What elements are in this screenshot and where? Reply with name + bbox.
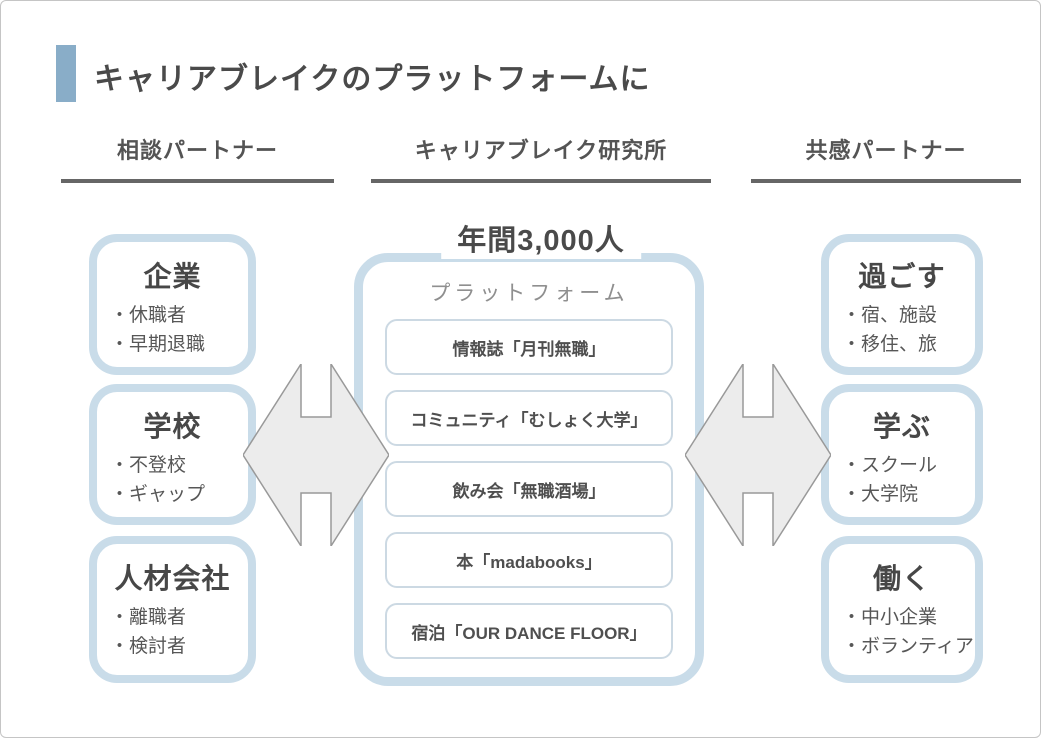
box-title: 人材会社 [114,563,231,594]
box-item: ・離職者 [110,607,187,628]
platform-box: プラットフォーム 情報誌「月刊無職」 コミュニティ「むしょく大学」 飲み会「無職… [354,253,704,686]
box-item: ・移住、旅 [842,333,938,355]
left-column-header: 相談パートナー [61,133,334,183]
box-item: ・大学院 [842,483,919,505]
page-title: キャリアブレイクのプラットフォームに [94,63,651,96]
box-title: 学ぶ [872,411,931,442]
annual-count-label: 年間3,000人 [441,217,641,259]
box-item-list: ・宿、施設 ・移住、旅 [829,302,975,359]
right-box-learn: 学ぶ ・スクール ・大学院 [821,384,983,525]
service-box-lodging: 宿泊「OUR DANCE FLOOR」 [385,603,673,659]
box-item: ・検討者 [110,635,187,657]
right-double-arrow-icon [685,364,831,546]
box-item-list: ・離職者 ・検討者 [97,604,248,661]
box-item: ・不登校 [110,455,187,476]
right-box-work: 働く ・中小企業 ・ボランティア [821,536,983,683]
left-double-arrow-icon [243,364,389,546]
left-box-hr-agency: 人材会社 ・離職者 ・検討者 [89,536,256,683]
box-title: 企業 [143,261,202,292]
service-box-community: コミュニティ「むしょく大学」 [385,390,673,446]
box-item-list: ・休職者 ・早期退職 [97,302,248,359]
left-box-company: 企業 ・休職者 ・早期退職 [89,234,256,375]
box-item: ・ボランティア [842,635,974,657]
box-item: ・休職者 [110,305,187,326]
service-box-drinking-party: 飲み会「無職酒場」 [385,461,673,517]
box-item-list: ・中小企業 ・ボランティア [829,604,975,661]
service-box-book: 本「madabooks」 [385,532,673,588]
box-title: 働く [872,563,931,594]
center-column-header: キャリアブレイク研究所 [371,133,711,183]
box-item: ・宿、施設 [842,305,938,326]
box-item: ・早期退職 [110,333,206,355]
right-box-spend-time: 過ごす ・宿、施設 ・移住、旅 [821,234,983,375]
right-column-header: 共感パートナー [751,133,1021,183]
title-accent-bar [56,45,76,102]
platform-label: プラットフォーム [429,282,629,305]
box-title: 過ごす [858,261,946,292]
box-item: ・スクール [842,455,938,476]
box-item-list: ・スクール ・大学院 [829,452,975,509]
left-box-school: 学校 ・不登校 ・ギャップ [89,384,256,525]
box-item-list: ・不登校 ・ギャップ [97,452,248,509]
service-box-magazine: 情報誌「月刊無職」 [385,319,673,375]
box-title: 学校 [143,411,202,442]
box-item: ・中小企業 [842,607,938,628]
service-list: 情報誌「月刊無職」 コミュニティ「むしょく大学」 飲み会「無職酒場」 本「mad… [363,319,695,659]
box-item: ・ギャップ [110,483,206,505]
